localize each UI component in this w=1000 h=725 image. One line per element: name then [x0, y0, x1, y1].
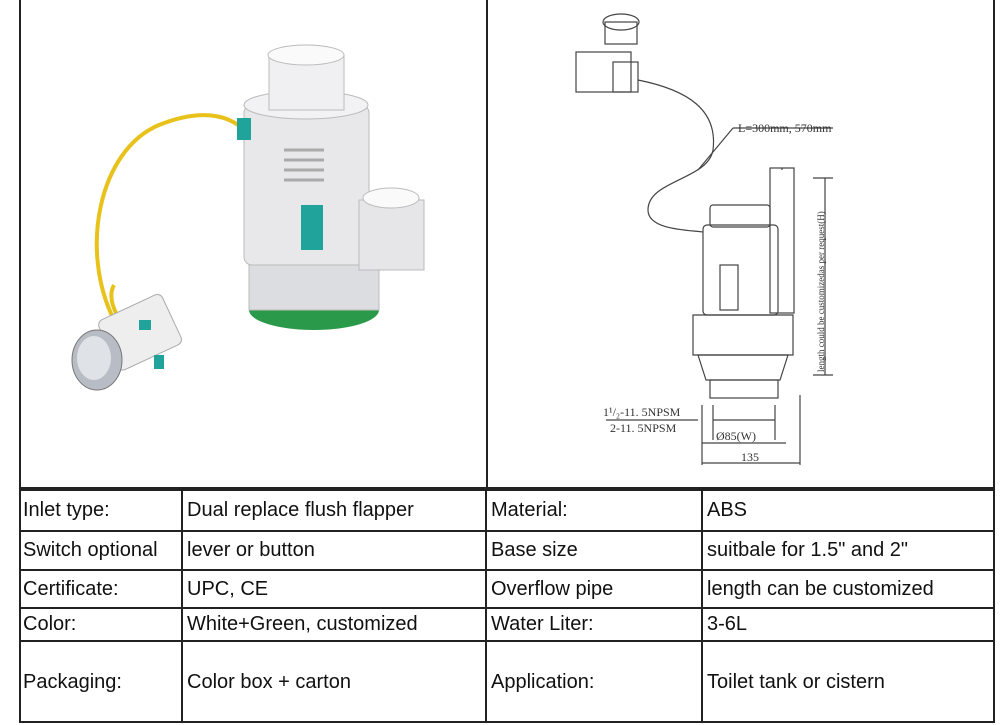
thread-label-2: 2-11. 5NPSM — [610, 421, 677, 435]
table-row: Certificate: UPC, CE Overflow pipe lengt… — [19, 569, 995, 609]
cable — [94, 113, 246, 321]
spec-label: Color: — [19, 607, 183, 642]
diameter-label: Ø85(W) — [716, 429, 756, 443]
flush-valve-photo — [71, 44, 425, 391]
spec-value: Toilet tank or cistern — [701, 640, 995, 723]
spec-label: Overflow pipe — [485, 569, 703, 609]
spec-label: Water Liter: — [485, 607, 703, 642]
spec-label: Base size — [485, 530, 703, 571]
spec-value: Dual replace flush flapper — [181, 489, 487, 532]
spec-label: Inlet type: — [19, 489, 183, 532]
dimension-drawing: L=300mm, 570mm length could be customize… — [575, 13, 833, 465]
cable-length-label: L=300mm, 570mm — [738, 121, 832, 135]
spec-value: 3-6L — [701, 607, 995, 642]
table-row: Color: White+Green, customized Water Lit… — [19, 607, 995, 642]
table-row: Inlet type: Dual replace flush flapper M… — [19, 489, 995, 532]
spec-label: Certificate: — [19, 569, 183, 609]
spec-value: ABS — [701, 489, 995, 532]
spec-value: lever or button — [181, 530, 487, 571]
table-row: Switch optional lever or button Base siz… — [19, 530, 995, 571]
spec-label: Switch optional — [19, 530, 183, 571]
spec-value: Color box + carton — [181, 640, 487, 723]
height-note: length could be customizedas per request… — [816, 211, 826, 372]
spec-label: Application: — [485, 640, 703, 723]
spec-value: length can be customized — [701, 569, 995, 609]
spec-value: White+Green, customized — [181, 607, 487, 642]
overflow-clip — [358, 199, 425, 271]
image-row: L=300mm, 570mm length could be customize… — [19, 0, 995, 489]
thread-label-1: 1¹/₂-11. 5NPSM — [603, 405, 681, 419]
spec-label: Material: — [485, 489, 703, 532]
technical-drawing: L=300mm, 570mm length could be customize… — [486, 0, 995, 487]
product-photo — [19, 0, 486, 487]
spec-value: suitbale for 1.5" and 2" — [701, 530, 995, 571]
spec-value: UPC, CE — [181, 569, 487, 609]
spec-table: Inlet type: Dual replace flush flapper M… — [19, 489, 995, 723]
spec-label: Packaging: — [19, 640, 183, 723]
table-row: Packaging: Color box + carton Applicatio… — [19, 640, 995, 723]
width-label: 135 — [741, 450, 759, 464]
